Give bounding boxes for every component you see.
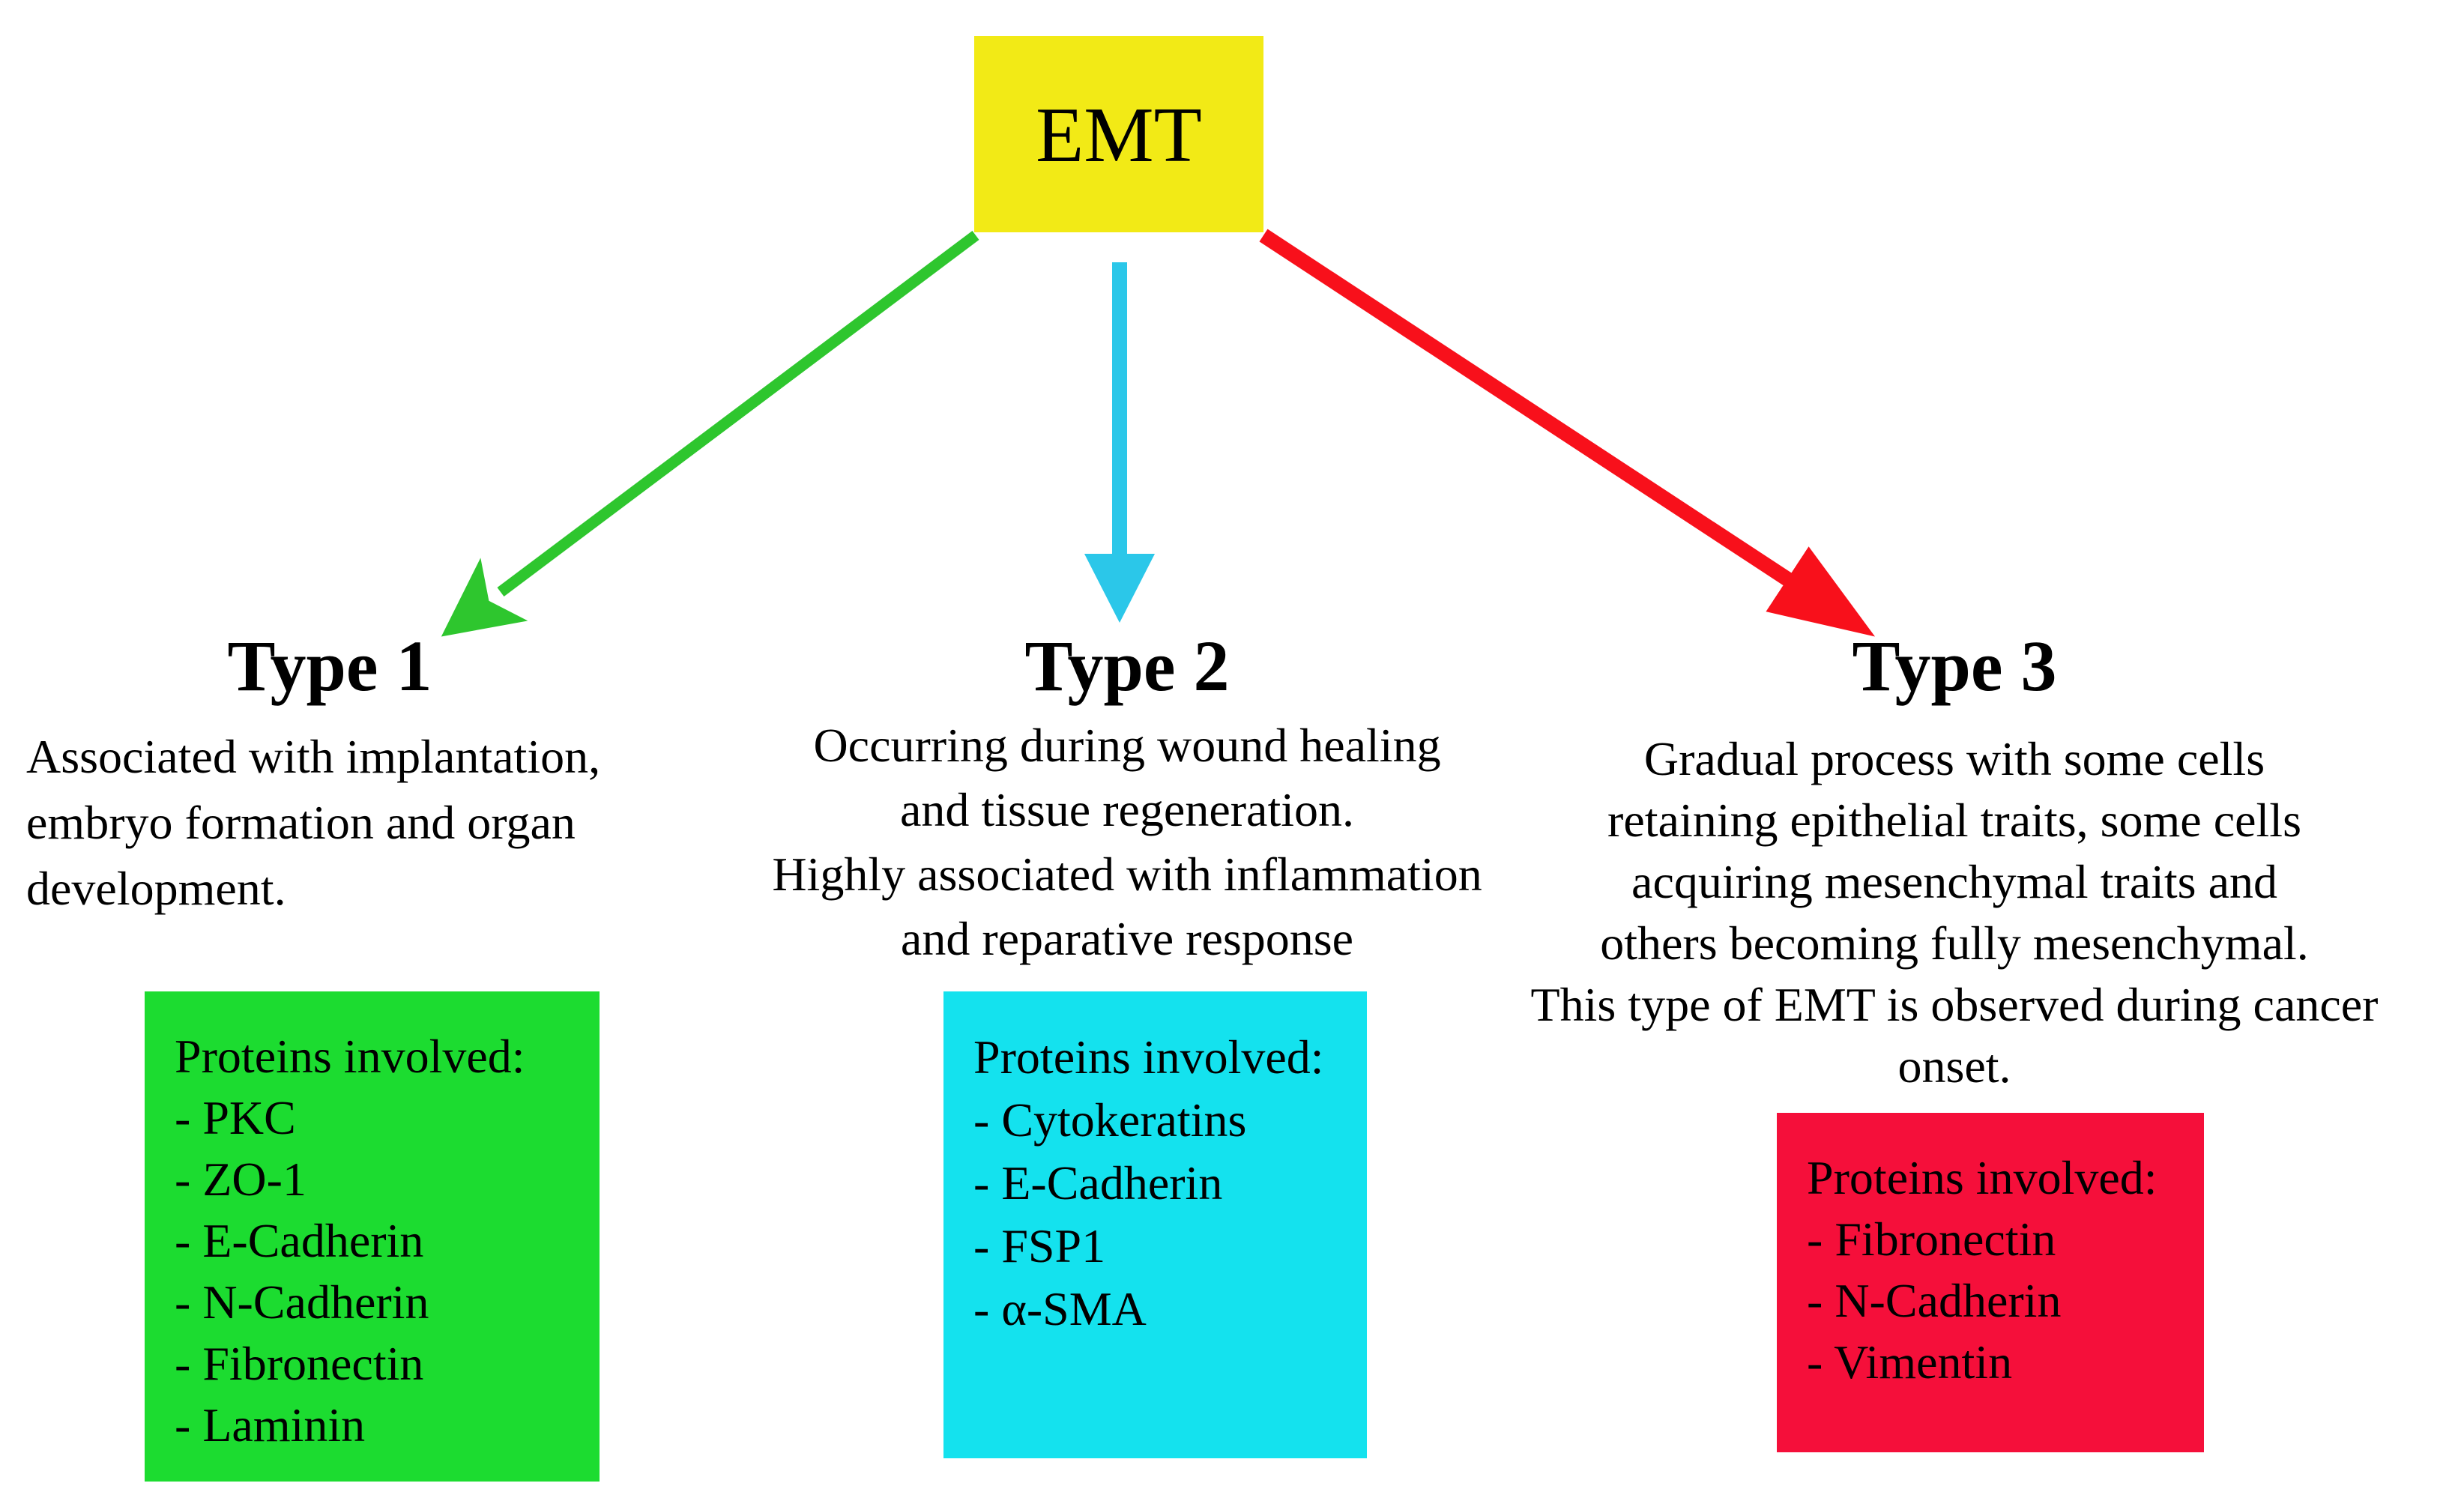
type3-heading: Type 3 — [1852, 626, 2057, 706]
type1-heading: Type 1 — [227, 626, 432, 706]
type3-proteins-box: Proteins involved: - Fibronectin - N-Cad… — [1777, 1113, 2204, 1452]
protein-item: - α-SMA — [973, 1282, 1147, 1335]
description-line: development. — [26, 862, 286, 915]
description-line: acquiring mesenchymal traits and — [1631, 855, 2277, 908]
type2-description: Occurring during wound healing and tissu… — [707, 713, 1547, 971]
protein-item: - N-Cadherin — [1807, 1274, 2062, 1327]
description-line: and tissue regeneration. — [900, 783, 1354, 836]
protein-item: - FSP1 — [973, 1219, 1106, 1272]
arrow-type3 — [1259, 229, 1876, 637]
type2-heading: Type 2 — [1024, 626, 1230, 706]
proteins-label: Proteins involved: — [973, 1030, 1324, 1084]
description-line: Associated with implantation, — [26, 730, 601, 783]
protein-item: - Fibronectin — [1807, 1212, 2056, 1266]
proteins-label: Proteins involved: — [1807, 1151, 2157, 1204]
type3-description: Gradual process with some cells retainin… — [1452, 728, 2457, 1097]
protein-item: - ZO-1 — [175, 1153, 307, 1206]
type1-description: Associated with implantation, embryo for… — [26, 724, 738, 922]
description-line: others becoming fully mesenchymal. — [1600, 916, 2309, 970]
protein-item: - N-Cadherin — [175, 1275, 429, 1329]
type1-proteins-box: Proteins involved: - PKC - ZO-1 - E-Cadh… — [145, 991, 600, 1482]
description-line: embryo formation and organ — [26, 796, 576, 849]
type2-proteins-box: Proteins involved: - Cytokeratins - E-Ca… — [943, 991, 1367, 1458]
protein-item: - E-Cadherin — [175, 1214, 424, 1267]
protein-item: - PKC — [175, 1091, 296, 1144]
emt-root-box: EMT — [974, 36, 1263, 232]
protein-item: - Laminin — [175, 1398, 366, 1452]
proteins-label: Proteins involved: — [175, 1030, 525, 1083]
emt-root-label: EMT — [1036, 90, 1202, 178]
description-line: and reparative response — [900, 912, 1354, 965]
protein-item: - Vimentin — [1807, 1335, 2013, 1389]
protein-item: - E-Cadherin — [973, 1156, 1223, 1209]
arrow-type1 — [441, 231, 979, 637]
description-line: onset. — [1897, 1039, 2011, 1093]
protein-item: - Cytokeratins — [973, 1093, 1247, 1147]
description-line: This type of EMT is observed during canc… — [1530, 978, 2379, 1031]
description-line: Highly associated with inflammation — [772, 848, 1482, 901]
description-line: Occurring during wound healing — [813, 719, 1441, 772]
description-line: retaining epithelial traits, some cells — [1607, 794, 2301, 847]
description-line: Gradual process with some cells — [1643, 732, 2265, 785]
protein-item: - Fibronectin — [175, 1337, 424, 1390]
